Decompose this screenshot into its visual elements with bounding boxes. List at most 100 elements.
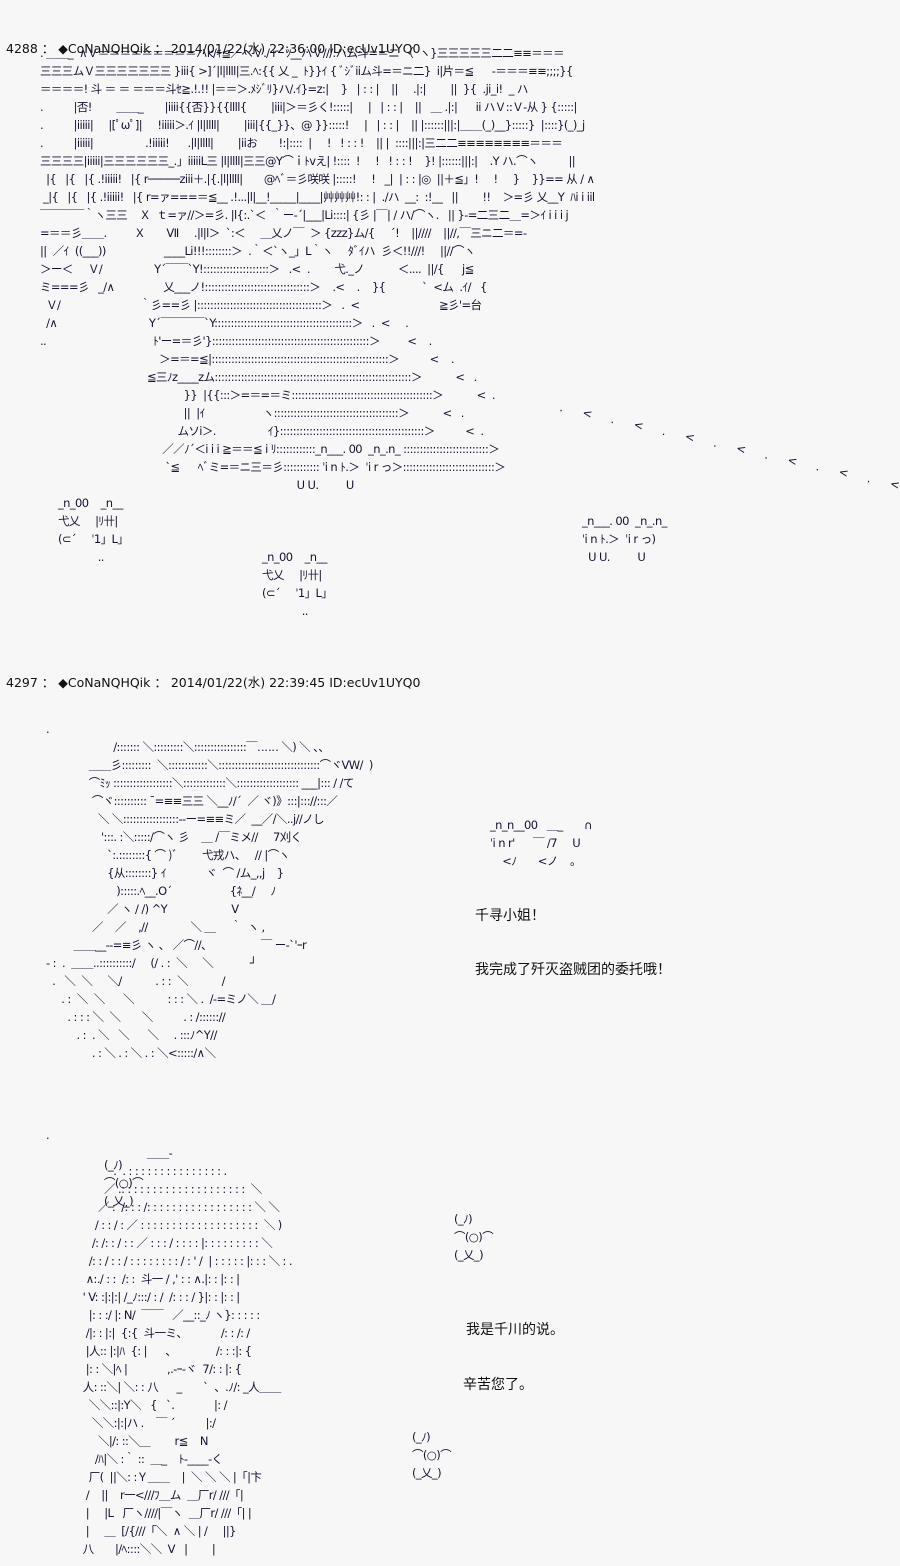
art-line: ..	[58, 550, 105, 564]
art-line: {从::::::::} ｲ ヾ ⌒ /ム_,,j }	[46, 866, 284, 880]
art-line: ⌒ﾐｯ ::::::::::::::::::＼:::::::::::::＼:::…	[46, 776, 355, 790]
art-line: _n___. 00 _n_.n_	[582, 514, 667, 528]
art-line: . . : : : : : : : : : : : : : : : .	[46, 1164, 227, 1178]
art-line: . |iiiii| |[ﾟωﾟ]| !iiiii＞.ｲ |l|llll| |ii…	[40, 118, 585, 132]
art-line: / : : / : ／ : : : : : : : : : : : : : : …	[46, 1218, 282, 1232]
art-line: 弋乂 |ﾘ卄|	[262, 568, 322, 582]
art-line: . |否! ＿＿_ |iiii{{否}}{{llll{ |iii|＞＝彡く!::…	[40, 100, 577, 114]
art-line: | |L 厂ヽ////|￣ヽ ＿厂r/ ///「| |	[46, 1506, 252, 1520]
art-line: |人:: |:|ﾊ {: | 、 /: : :|: {	[46, 1344, 252, 1358]
art-line: /|: : |:| {:{ 斗一ミ、 /: : /: /	[46, 1326, 251, 1340]
art-line: 人: ::＼| ＼: : 八 _ ` 、.ﾉ/: _人＿＿	[46, 1380, 282, 1394]
art-line: . ＿＿_ ∧Ｖ＝＝＝＝＝＝＝＝＝ハk/ｷ≦／ヘＶ./ｒﾞﾂ__ハＶ///.ハム…	[40, 46, 565, 60]
art-line: ):::::.ﾍ__.O´ {ﾈ__/ ﾉ	[46, 884, 276, 898]
art-line: (_ﾉ)	[412, 1430, 431, 1444]
flower-icon: (_ﾉ) ⌒(○)⌒ (_乂_)	[104, 1156, 144, 1210]
art-line: |{ |{ |{ .!iiiii! |{ r─────ziii＋.|{.|l|l…	[40, 172, 595, 186]
art-line: ＼ ＼:::::::::::::::::‐‐ー=≡≡ミ／ __／/＼..j//ノ…	[46, 812, 325, 826]
art-line: ／ .: : : : : : : : : : : : : : : : : : :…	[46, 1182, 262, 1196]
ascii-figure: _n___. 00 _n_.n_ ˈi n ﾄ.＞ ˈi r っ) U U. U	[582, 512, 667, 566]
art-line: ..	[262, 604, 309, 618]
art-line: (_ﾉ)	[454, 1212, 473, 1226]
art-line: ＼＼:|:|ハ . ￣ ´ |:/	[46, 1416, 216, 1430]
art-line: }} |{{:::＞=＝=＝ミ:::::::::::::::::::::::::…	[40, 388, 496, 402]
art-line: _n_n__00 ＿_ ∩	[490, 818, 592, 832]
art-line: 三三三三|iiiii|三三三三三三_.」iiiiiL三 |l|llll|三三@Y…	[40, 154, 576, 168]
art-line: ／ ヽ / /) ^Y V	[46, 902, 239, 916]
ascii-art-block: . /::::::: ＼:::::::::＼::::::::::::::::￣‥…	[46, 720, 373, 1062]
art-line: ＿＿彡::::::::: ＼::::::::::::＼:::::::::::::…	[46, 758, 374, 772]
ascii-figure: _n_00 _n__ 弋乂 |ﾘ卄| (⊂´ ˈ1」L」 ..	[262, 548, 333, 620]
art-line: =＝＝彡＿＿. Ｘ Ⅶ .|l|l＞ `:＜ ＿乂ノ￣ ＞ {zzz}ム/{ ´…	[40, 226, 527, 240]
art-line: ≦三ﾉz____zム::::::::::::::::::::::::::::::…	[40, 370, 477, 384]
art-line: ／／ﾉ´＜i i i ≧＝＝≦ i ﾘ::::::::::::_n___. 00…	[40, 442, 500, 456]
art-line: (⊂´ ˈ1」L」	[58, 532, 129, 546]
art-line: ￣￣￣￣｀ヽ三三 Ｘ ｔ=ァ//＞=彡. |l{:.`＜ ｀ー‐´|___|Li…	[40, 208, 569, 222]
flower-icon: (_ﾉ) ⌒(○)⌒ (_乂_)	[412, 1428, 452, 1482]
art-line: (_乂_)	[104, 1194, 134, 1208]
art-line: ':::. :＼:::::/⌒ヽ 彡 ＿ /￣ミメ// 7刈く	[46, 830, 302, 844]
art-line: `≦ ﾍﾞミ=＝ニ三＝彡::::::::::: ˈi n ﾄ.＞ ˈi r っ＞…	[40, 460, 506, 474]
art-line: . : . ＼ ＼ ＼ . :::ﾉ^Y//	[46, 1028, 218, 1042]
art-line: 弋乂 |ﾘ卄|	[58, 514, 118, 528]
ascii-figure: _n_00 _n__ 弋乂 |ﾘ卄| (⊂´ ˈ1」L」 ..	[58, 494, 129, 566]
art-line: |: : ＼|ﾍ | ,.-ｰ-ヾ 7/: : |: {	[46, 1362, 242, 1376]
ascii-art-block: . ＿＿_ ∧Ｖ＝＝＝＝＝＝＝＝＝ハk/ｷ≦／ヘＶ./ｒﾞﾂ__ハＶ///.ハム…	[40, 44, 900, 494]
art-line: /∧ Y´￣￣￣￣`Y:::::::::::::::::::::::::::::…	[40, 316, 409, 330]
dialogue-line: 我是千川的说。	[466, 1322, 564, 1338]
art-line: (⊂´ ˈ1」L」	[262, 586, 333, 600]
art-line: .. ﾄ'ー=＝彡'}:::::::::::::::::::::::::::::…	[40, 334, 432, 348]
art-line: (_ﾉ)	[104, 1158, 123, 1172]
ascii-art-block: . ＿＿- . . : : : : : : : : : : : : : : : …	[46, 1126, 293, 1558]
art-line: - : . ＿＿..::::::::::/ (/ . : ＼ ＼ ┘	[46, 956, 257, 970]
art-line: ⌒(○)⌒	[104, 1176, 144, 1190]
art-line: ＞=＝=≦|::::::::::::::::::::::::::::::::::…	[40, 352, 454, 366]
art-line: _n_00 _n__	[58, 496, 123, 510]
art-line: ＼|/: ::＼＿ r≦ N	[46, 1434, 209, 1448]
art-line: || ／ｲ ((___)) ____Li!!!::::::::＞ .｀＜`ヽ_」…	[40, 244, 475, 258]
art-line: || |ｲ ヽ:::::::::::::::::::::::::::::::::…	[40, 406, 465, 420]
art-line: ∧:./ : : /: : 斗一 / ,' : : ∧.|: : |: : |	[46, 1272, 240, 1286]
art-line: ⌒(○)⌒	[412, 1448, 452, 1462]
art-line: _n_00 _n__	[262, 550, 327, 564]
art-line: /: /: : / : : ／ : : : / : : : : |: : : :…	[46, 1236, 273, 1250]
art-line: ムソi＞. ｲ}::::::::::::::::::::::::::::::::…	[40, 424, 484, 438]
dialogue-line: 我完成了歼灭盗贼团的委托哦！	[475, 962, 671, 978]
art-line: Ｖ/ ｀彡==彡 |::::::::::::::::::::::::::::::…	[40, 298, 482, 312]
art-line: /::::::: ＼:::::::::＼::::::::::::::::￣‥‥‥…	[46, 740, 330, 754]
art-line: U U. U	[582, 550, 646, 564]
art-line: ⌒(○)⌒	[454, 1230, 494, 1244]
art-line: . : ＼ . : ＼ . : ＼<:::::/∧＼	[46, 1046, 216, 1060]
art-line: `:.::::::::{ ⌒ )ﾞ 弋戎ハ、 // |⌒ヽ	[46, 848, 290, 862]
art-line: | ＿ [/{///「＼ ∧ ＼ | / ||}	[46, 1524, 237, 1538]
art-line: ' V: :|:|:| /_ﾉ:::/ : / /: : : / }|: : |…	[46, 1290, 240, 1304]
dialogue-line: 千寻小姐！	[475, 908, 545, 924]
art-line: <ﾉ <ノ 。	[490, 854, 581, 868]
art-line: ˈi n ﾄ.＞ ˈi r っ)	[582, 532, 656, 546]
ascii-figure: _n_n__00 ＿_ ∩ ˈi n r' ￣ /7 U <ﾉ <ノ 。	[490, 816, 592, 870]
art-line: ／ ／ ,// ＼ ＿ ｀ ヽ ,	[46, 920, 265, 934]
flower-icon: (_ﾉ) ⌒(○)⌒ (_乂_)	[454, 1210, 494, 1264]
art-line: /ﾊ|＼ :｀ :: ＿_ ﾄ-____-く	[46, 1452, 223, 1466]
art-line: 八 |/ﾍ::::＼＼ V | |	[46, 1542, 216, 1556]
art-line: /: : / : : / : : : : : : : : / : ' / | :…	[46, 1254, 293, 1268]
art-line: ⌒ヾ:::::::::: ¯=≡≡三三 ＼__ﾉ/´ ／ ヾ)》:::|:::/…	[46, 794, 338, 808]
art-line: U U. U	[40, 478, 355, 492]
art-line: ˈi n r' ￣ /7 U	[490, 836, 581, 850]
art-line: 三三三ムＶ三三三三三三三 }iii{ >]´|l|llll|三.ﾍ:{{ 乂 _…	[40, 64, 573, 78]
art-line: ＼＼::|:Y＼ { `. |: /	[46, 1398, 228, 1412]
art-line: ＝＝＝＝! 斗 ＝ ＝ ＝＝＝斗ｾ≧.!.!! |＝＝＞.ﾒｼﾞﾘ}ハ/.ｲ}=…	[40, 82, 528, 96]
post-header-4297: 4297 ： ◆CoNaNQHQik ： 2014/01/22(水) 22:39…	[6, 675, 421, 690]
art-line: . : : : ＼ ＼ ＼ . : /:::::://	[46, 1010, 226, 1024]
post-header-4288: 4288 ： ◆CoNaNQHQik ： 2014/01/22(水) 22:36…	[6, 41, 421, 56]
art-line: (_乂_)	[454, 1248, 484, 1262]
art-line: / || r一<///ﾌ＿ム ＿厂r/ ///「|	[46, 1488, 244, 1502]
art-line: . ＼ ＼ ＼/ . : : ＼ /	[46, 974, 225, 988]
art-line: ミ===彡 _/∧ 乂___ノ!::::::::::::::::::::::::…	[40, 280, 487, 294]
art-line: . : ＼ ＼ ＼ : : : ＼ . /-=ミノ＼ ＿/	[46, 992, 276, 1006]
art-line: _|{ |{ |{ .!iiiii! |{ r=ァ===＝≦__ .!...|l…	[40, 190, 595, 204]
art-line: (_乂_)	[412, 1466, 442, 1480]
art-line: ＞ー＜ Ｖ/ Y´￣￣`Y!::::::::::::::::::::＞ .< .…	[40, 262, 474, 276]
art-line: ＿＿__--=≡彡 ヽ 、 ／⌒//、 ￣ ー-`'ｰr	[46, 938, 307, 952]
art-line: ＿＿-	[46, 1146, 173, 1160]
